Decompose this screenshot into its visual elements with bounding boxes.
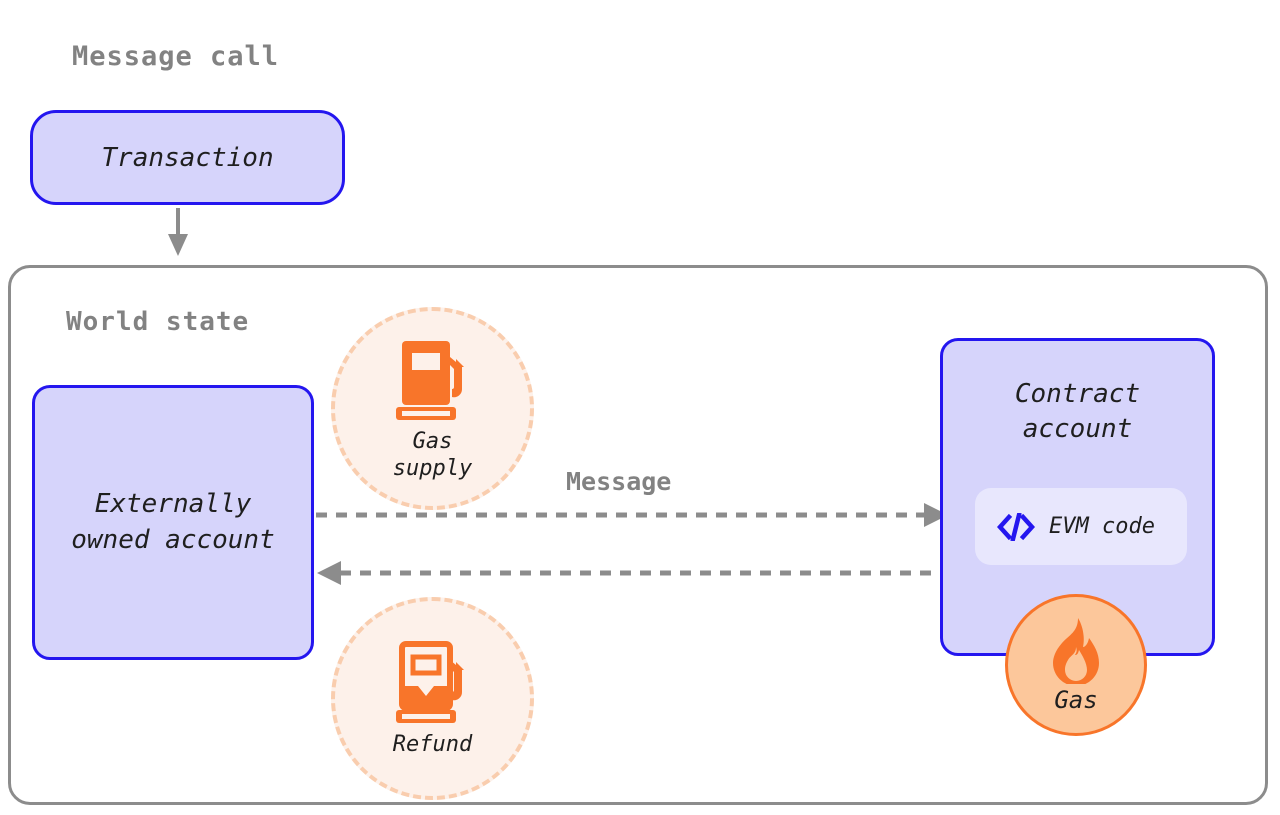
chip-evm-code-label: EVM code bbox=[1049, 513, 1155, 539]
gas-pump-outline-icon bbox=[394, 638, 472, 726]
badge-gas[interactable]: Gas bbox=[1005, 594, 1147, 736]
badge-gas-label: Gas bbox=[1054, 686, 1098, 714]
flame-icon bbox=[1045, 616, 1107, 686]
badge-gas-supply-label: Gas supply bbox=[392, 429, 473, 481]
world-state-container bbox=[8, 265, 1268, 805]
code-brackets-icon bbox=[996, 511, 1036, 542]
node-externally-owned-account[interactable]: Externally owned account bbox=[32, 385, 314, 660]
node-eoa-label: Externally owned account bbox=[71, 489, 275, 555]
gas-pump-filled-icon bbox=[394, 335, 472, 423]
node-contract-account-label: Contract account bbox=[1014, 379, 1141, 445]
world-state-label: World state bbox=[66, 307, 250, 337]
page-title: Message call bbox=[72, 41, 280, 72]
badge-refund-label: Refund bbox=[392, 732, 473, 758]
edge-transaction-to-world-state bbox=[168, 208, 188, 256]
node-transaction-label: Transaction bbox=[101, 142, 274, 173]
badge-refund[interactable]: Refund bbox=[331, 597, 534, 800]
edge-label-message: Message bbox=[566, 467, 672, 496]
chip-evm-code[interactable]: EVM code bbox=[975, 488, 1187, 565]
node-transaction[interactable]: Transaction bbox=[30, 110, 345, 205]
badge-gas-supply[interactable]: Gas supply bbox=[331, 307, 534, 510]
